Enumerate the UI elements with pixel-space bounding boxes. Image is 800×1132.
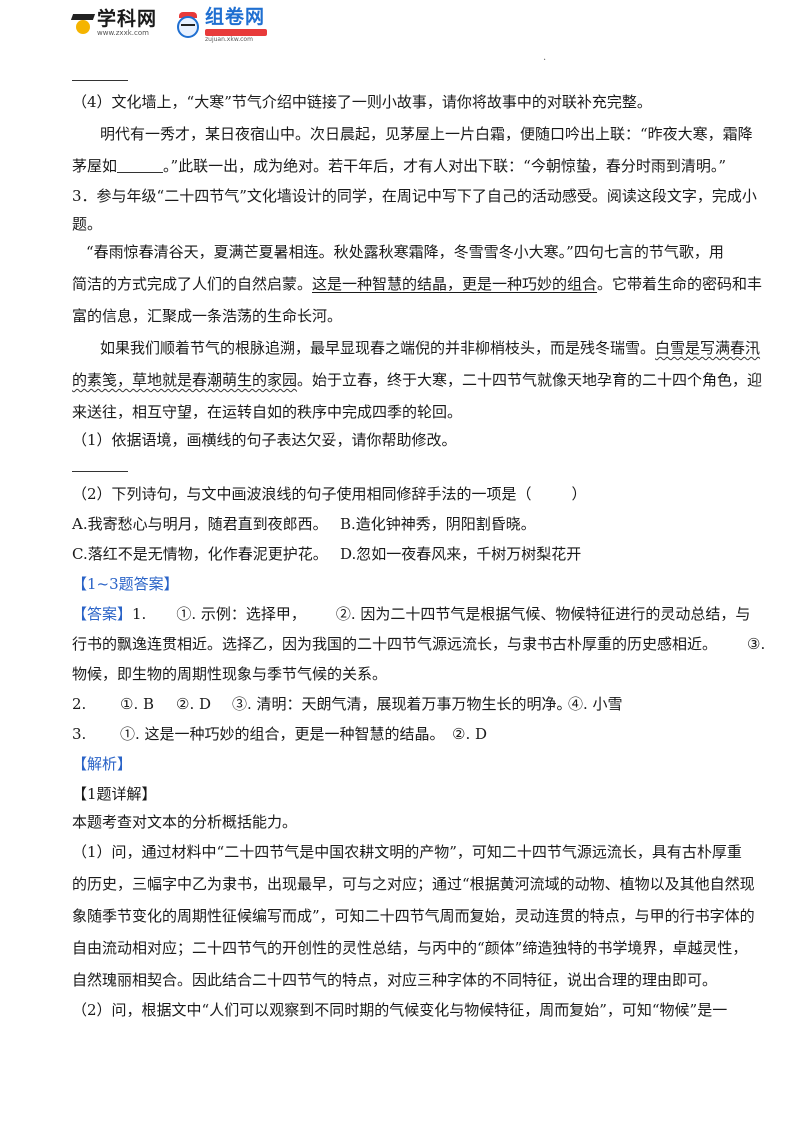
- answer-2-3: ③. 清明：天朗气清，展现着万事万物生长的明净。: [232, 695, 572, 713]
- graduate-cap-icon: [70, 12, 96, 36]
- answer-3-num: 3.: [72, 725, 87, 743]
- answer-1-line1: 【答案】1. ①. 示例：选择甲， ②. 因为二十四节气是根据气候、物候特征进行的灵…: [72, 604, 750, 624]
- answer-1-3: ③.: [747, 635, 766, 653]
- answer-2: 2. ①. B ②. D ③. 清明：天朗气清，展现着万事万物生长的明净。④. 小雪: [72, 694, 732, 714]
- answer-1-part1: ①. 示例：选择甲，: [176, 605, 306, 623]
- option-a[interactable]: A.我寄愁心与明月，随君直到夜郎西。: [72, 515, 328, 533]
- q3-p1-line1: “春雨惊春清谷天，夏满芒夏暑相连。秋处露秋寒霜降，冬雪雪冬小大寒。”四句七言的节…: [86, 243, 724, 261]
- analysis-line5: 自由流动相对应；二十四节气的开创性的灵性总结，与丙中的“颜体”缔造独特的书学境界…: [72, 939, 748, 957]
- answer-1-num: 1.: [132, 605, 147, 623]
- answer-3-1: ①. 这是一种巧妙的组合，更是一种智慧的结晶。: [120, 725, 445, 743]
- zujuan-logo: 组卷网 zujuan.xkw.com: [175, 8, 267, 43]
- analysis-line2: （1）问，通过材料中“二十四节气是中国农耕文明的产物”，可知二十四节气源远流长，…: [72, 843, 742, 861]
- q3-p2-1a: 如果我们顺着节气的根脉追溯，最早显现春之端倪的并非柳梢枝头，而是残冬瑞雪。: [100, 339, 656, 357]
- wavy-sentence-part1: 白雪是写满春汛: [655, 339, 761, 357]
- answer-1-2: 行书的飘逸连贯相近。选择乙，因为我国的二十四节气源远流长，与隶书古朴厚重的历史感…: [72, 635, 718, 653]
- answer-1-line3: 物候，即生物的周期性现象与季节气候的关系。: [72, 665, 388, 683]
- analysis-line7: （2）问，根据文中“人们可以观察到不同时期的气候变化与物候特征，周而复始”，可知…: [72, 1001, 728, 1019]
- analysis-title: 【解析】: [72, 754, 732, 774]
- underlined-sentence: 这是一种智慧的结晶，更是一种巧妙的组合: [312, 275, 598, 293]
- q3-p2-line2: 的素笺，草地就是春潮萌生的家园。始于立春，终于大寒，二十四节气就像天地孕育的二十…: [72, 370, 762, 390]
- answer-1-part2: ②. 因为二十四节气是根据气候、物候特征进行的灵动总结，与: [335, 605, 751, 623]
- answers-title: 【1~3题答案】: [72, 575, 179, 593]
- answer-2-4: ④. 小雪: [568, 695, 623, 713]
- answer-3-2: ②. D: [452, 725, 488, 743]
- option-d[interactable]: D.忽如一夜春风来，千树万树梨花开: [340, 545, 582, 563]
- q3-intro-line2: 题。: [72, 215, 103, 233]
- options-row1: A.我寄愁心与明月，随君直到夜郎西。 B.造化钟神秀，阴阳割昏晓。: [72, 514, 732, 534]
- q3-p2-line3: 来送往，相互守望，在运转自如的秩序中完成四季的轮回。: [72, 403, 463, 421]
- q3-p1-line2: 简洁的方式完成了人们的自然启蒙。这是一种智慧的结晶，更是一种巧妙的组合。它带着生…: [72, 274, 762, 294]
- wavy-sentence-part2: 的素笺，草地就是春潮萌生的家园: [72, 371, 298, 389]
- answer-blank-line: [72, 471, 128, 472]
- analysis-line6: 自然瑰丽相契合。因此结合二十四节气的特点，对应三种字体的不同特征，说出合理的理由…: [72, 971, 718, 989]
- q4-prompt: （4）文化墙上，“大寒”节气介绍中链接了一则小故事，请你将故事中的对联补充完整。: [72, 93, 652, 111]
- q3-p1-2a: 简洁的方式完成了人们的自然启蒙。: [72, 275, 313, 293]
- options-row2: C.落红不是无情物，化作春泥更护花。 D.忽如一夜春风来，千树万树梨花开: [72, 544, 732, 564]
- q4-story-line1: 明代有一秀才，某日夜宿山中。次日晨起，见茅屋上一片白霜，便随口吟出上联：“昨夜大…: [100, 125, 753, 143]
- q4-story-line2: 茅屋如 。”此联一出，成为绝对。若干年后，才有人对出下联：“今朝惊蛰，春分时雨到清…: [72, 156, 732, 176]
- analysis-detail-title: 【1题详解】: [72, 785, 157, 803]
- logo2-red-bar: [205, 29, 267, 36]
- answer-1-line2: 行书的飘逸连贯相近。选择乙，因为我国的二十四节气源远流长，与隶书古朴厚重的历史感…: [72, 634, 765, 654]
- answer-2-1: ①. B: [120, 695, 155, 713]
- logo1-name: 学科网: [97, 8, 158, 30]
- logo2-name: 组卷网: [205, 6, 266, 28]
- q4-story-2b: 。”此联一出，成为绝对。若干年后，才有人对出下联：“今朝惊蛰，春分时雨到清明。”: [163, 157, 727, 175]
- answer-3: 3. ①. 这是一种巧妙的组合，更是一种智慧的结晶。 ②. D: [72, 724, 732, 744]
- q3-p1-2b: 。它带着生命的密码和丰: [597, 275, 763, 293]
- q3-p2-line1: 如果我们顺着节气的根脉追溯，最早显现春之端倪的并非柳梢枝头，而是残冬瑞雪。白雪是…: [100, 338, 760, 358]
- q3-sub2: （2）下列诗句，与文中画波浪线的句子使用相同修辞手法的一项是（ ）: [72, 484, 732, 504]
- q3-sub2a: （2）下列诗句，与文中画波浪线的句子使用相同修辞手法的一项是（: [72, 485, 532, 503]
- q3-p1-line3: 富的信息，汇聚成一条浩荡的生命长河。: [72, 307, 343, 325]
- option-b[interactable]: B.造化钟神秀，阴阳割昏晓。: [340, 515, 536, 533]
- mascot-icon: [175, 11, 201, 40]
- option-c[interactable]: C.落红不是无情物，化作春泥更护花。: [72, 545, 328, 563]
- answers-section-title: 【1~3题答案】: [72, 574, 732, 594]
- analysis-line4: 象随季节变化的周期性征候编写而成”，可知二十四节气周而复始，灵动连贯的特点，与甲…: [72, 907, 755, 925]
- analysis-line3: 的历史，三幅字中乙为隶书，出现最早，可与之对应；通过“根据黄河流域的动物、植物以…: [72, 875, 755, 893]
- answer-2-2: ②. D: [176, 695, 212, 713]
- zxxk-logo: 学科网 www.zxxk.com: [70, 8, 158, 37]
- analysis-label: 【解析】: [72, 755, 133, 773]
- answer-label: 【答案】: [72, 605, 133, 623]
- q3-intro-line1: 3．参与年级“二十四节气”文化墙设计的同学，在周记中写下了自己的活动感受。阅读这…: [72, 187, 757, 205]
- logo1-url: www.zxxk.com: [97, 29, 149, 37]
- answer-blank-line: [72, 80, 128, 81]
- logo2-url: zujuan.xkw.com: [205, 36, 253, 43]
- fill-in-blank[interactable]: [117, 158, 164, 173]
- q4-story-2a: 茅屋如: [72, 157, 118, 175]
- q3-p2-2b: 。始于立春，终于大寒，二十四节气就像天地孕育的二十四个角色，迎: [297, 371, 763, 389]
- header-dot: .: [543, 52, 547, 63]
- q3-sub2b: ）: [571, 485, 587, 503]
- answer-2-num: 2.: [72, 695, 87, 713]
- q3-sub1: （1）依据语境，画横线的句子表达欠妥，请你帮助修改。: [72, 431, 457, 449]
- analysis-line1: 本题考查对文本的分析概括能力。: [72, 813, 298, 831]
